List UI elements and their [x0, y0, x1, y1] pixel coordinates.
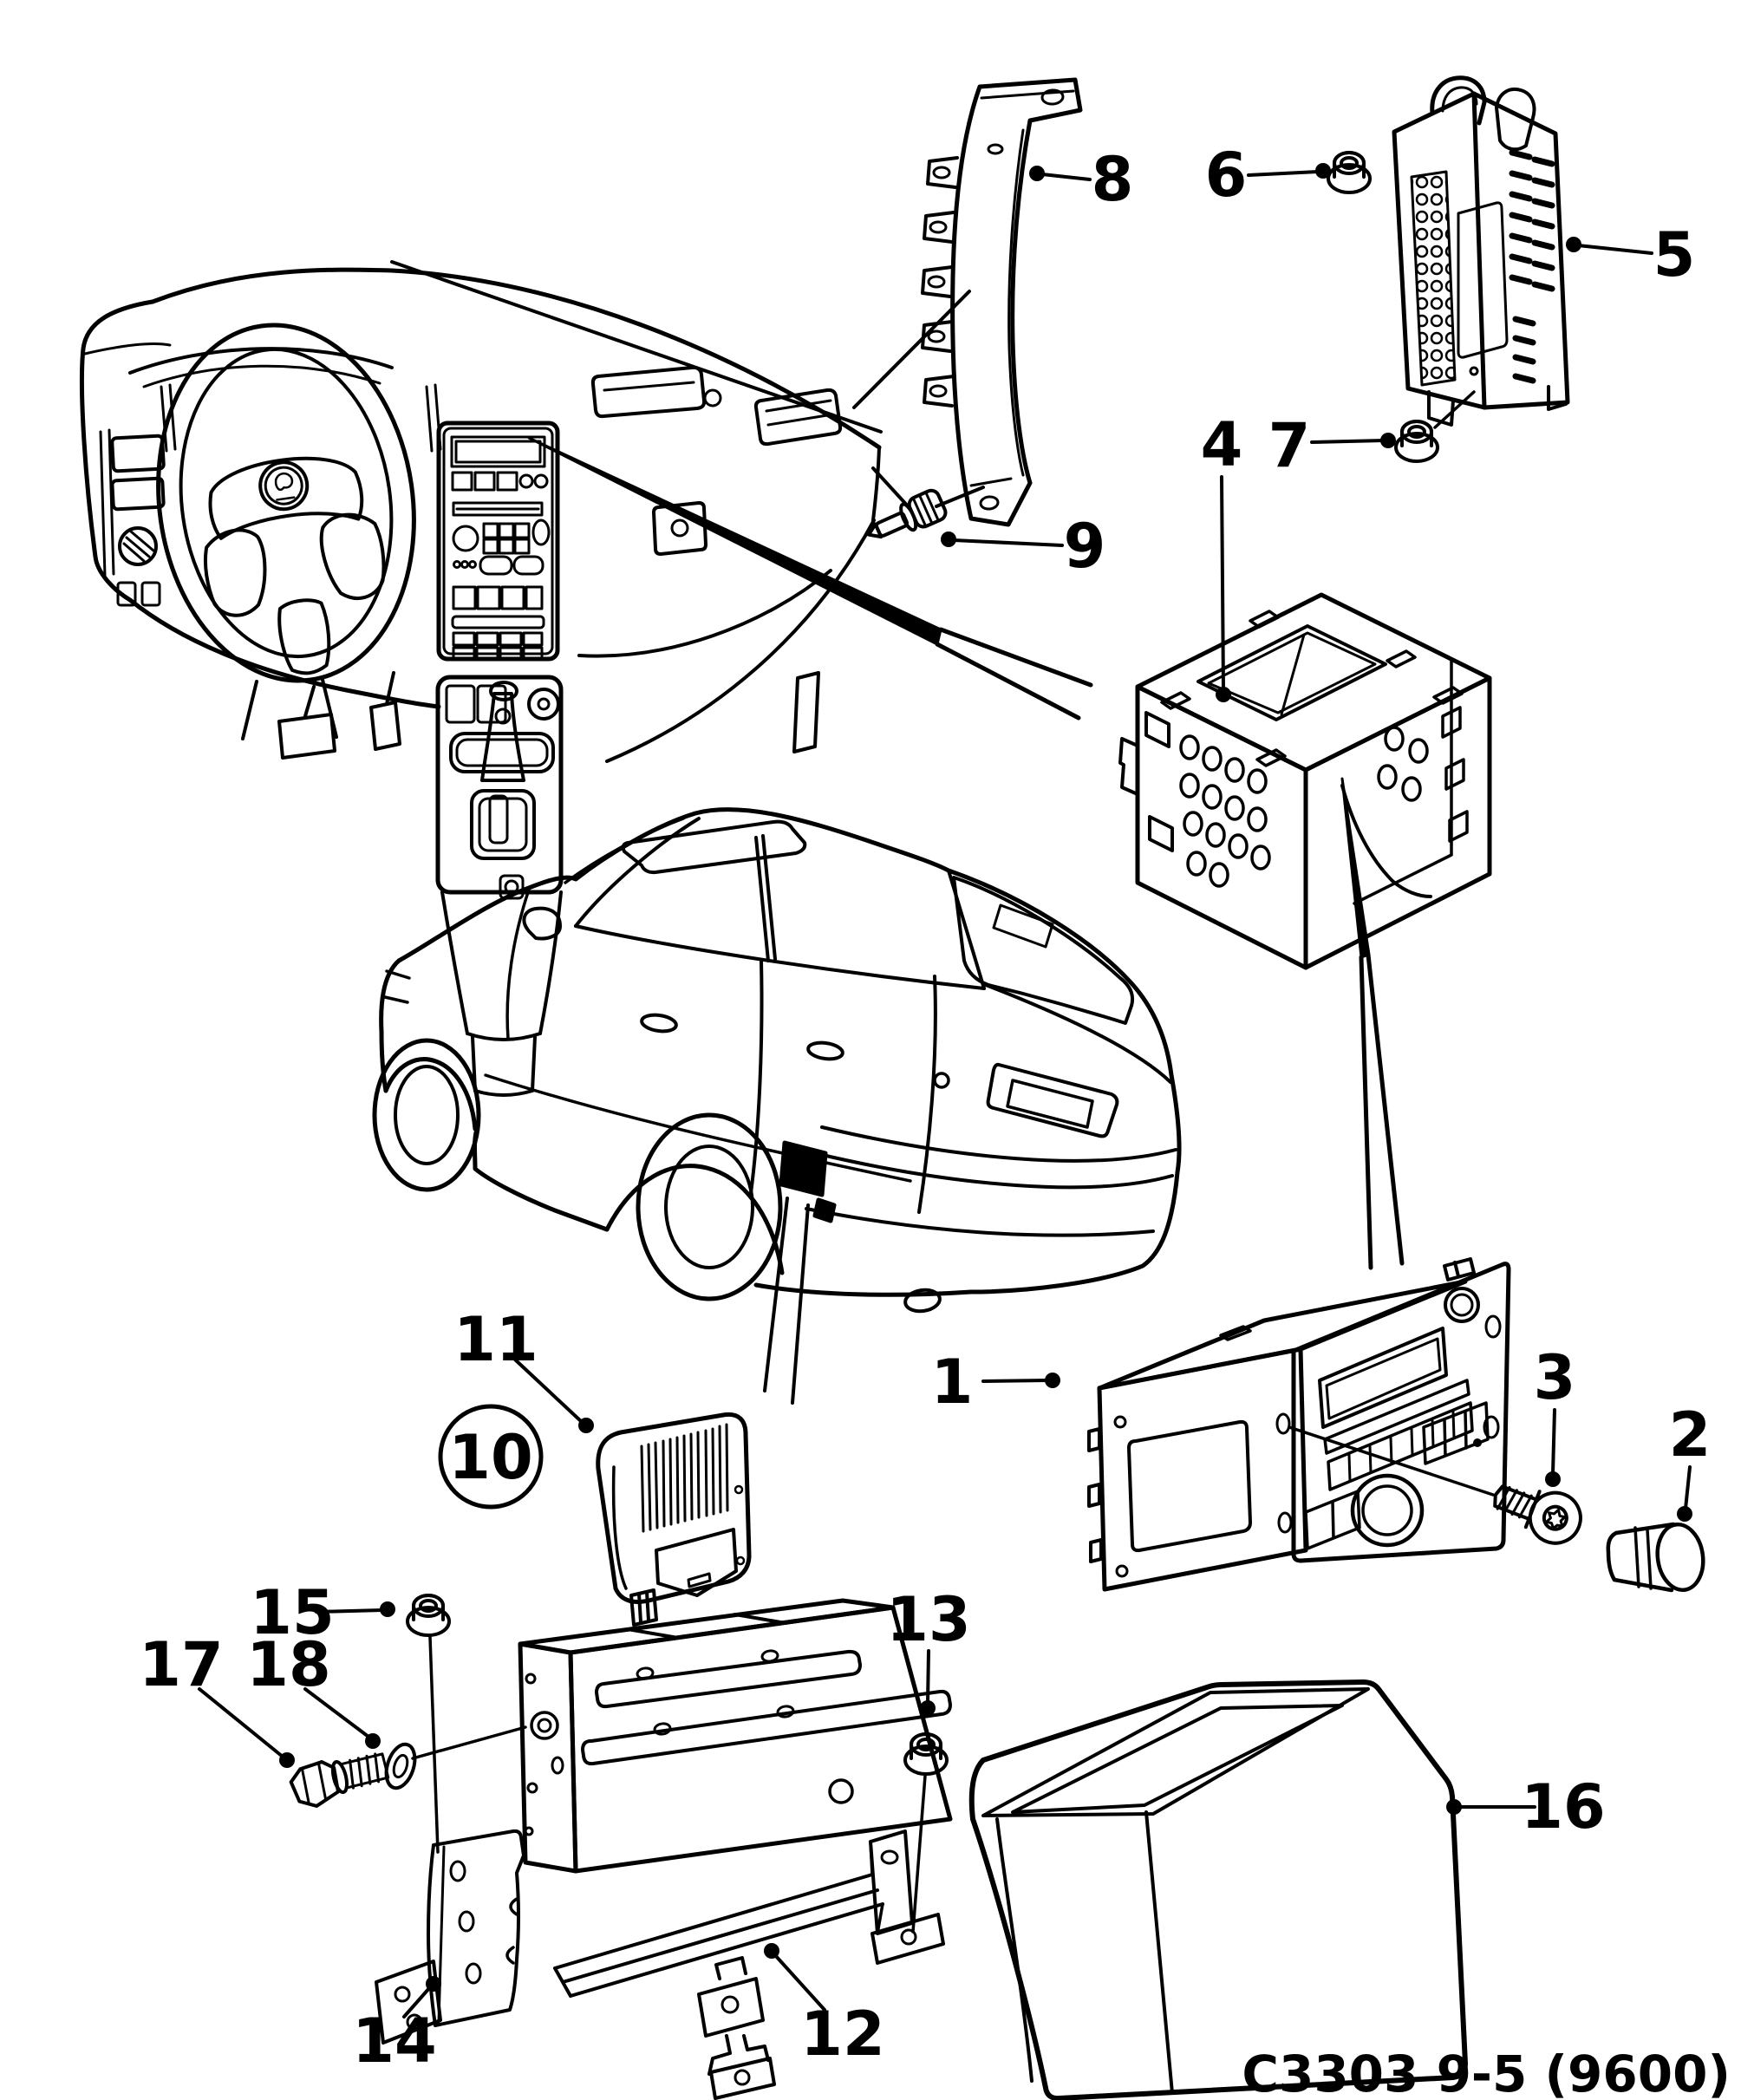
nut-part7	[1394, 390, 1476, 463]
trim-bracket-part8	[921, 77, 1083, 527]
cd-slot	[1323, 1379, 1470, 1455]
circled-reference-10	[438, 1404, 544, 1510]
saab-badge	[258, 460, 310, 512]
steering-wheel	[156, 323, 416, 683]
cd-changer-unit	[518, 1598, 953, 1874]
callout-9: 9	[1064, 511, 1106, 582]
callout-3: 3	[1534, 1342, 1576, 1413]
callout-1: 1	[931, 1347, 974, 1418]
mesh-panel	[1410, 170, 1457, 387]
faceplate	[1291, 1262, 1511, 1563]
tuner-knob	[1444, 1287, 1480, 1323]
center-stack	[436, 421, 560, 662]
gear-lever	[480, 692, 525, 782]
display-window	[1318, 1327, 1448, 1429]
mounting-cage-part4	[1118, 592, 1492, 1270]
dash-to-trim-leader	[852, 290, 971, 409]
headlight-switch	[118, 526, 158, 566]
heat-sink-fins	[640, 1423, 729, 1533]
rear-wheel	[636, 1112, 783, 1301]
car-rear-three-quarter	[372, 807, 1182, 1405]
nut-part15	[406, 1594, 451, 1854]
rear-window	[952, 876, 1135, 1025]
callout-16: 16	[1521, 1771, 1605, 1842]
callout-2: 2	[1669, 1399, 1712, 1471]
side-slot-marker	[792, 671, 820, 753]
callout-labels: 1 2 3 4 5 6 7 8 9 10 11 12 13 14 15 16 1…	[139, 140, 1711, 2077]
sunroof	[621, 819, 807, 875]
volume-knob	[1350, 1473, 1425, 1548]
exhaust-pipe	[903, 1288, 942, 1314]
glovebox-latch	[652, 501, 707, 556]
label-plate	[1457, 201, 1509, 359]
callout-6: 6	[1205, 140, 1248, 211]
dashboard-illustration	[79, 260, 1093, 1097]
disc-slot	[595, 1649, 862, 1709]
bolt-part17	[289, 1752, 390, 1808]
screw-part3	[1493, 1484, 1582, 1545]
callout-17: 17	[139, 1629, 223, 1700]
knob-part2	[1606, 1522, 1705, 1593]
door-handle	[806, 1040, 844, 1061]
accelerator-pedal	[369, 671, 401, 751]
speaker-location-marker	[779, 1140, 828, 1197]
callout-18: 18	[246, 1629, 330, 1700]
mounting-rail-part12	[553, 1829, 945, 2100]
screw-part9	[866, 486, 985, 539]
license-plate-recess	[986, 1062, 1119, 1138]
callout-5: 5	[1653, 219, 1696, 290]
callout-10: 10	[448, 1422, 532, 1493]
brake-pedal	[277, 685, 336, 760]
cage-location-pointer	[1340, 777, 1371, 959]
mounting-bracket-part14	[375, 1829, 525, 2045]
callout-12: 12	[800, 1999, 884, 2070]
center-vent	[590, 365, 707, 419]
dash-location-pointer	[527, 436, 942, 646]
callout-8: 8	[1092, 144, 1134, 215]
mounting-clamp	[1430, 75, 1487, 126]
callout-13: 13	[886, 1584, 970, 1655]
leader-lines	[198, 163, 1692, 2018]
heat-sink-grille	[1509, 149, 1555, 384]
figure-caption: C3303 9-5 (9600)	[1242, 2045, 1731, 2100]
callout-11: 11	[453, 1304, 538, 1375]
disc-slot	[581, 1689, 952, 1766]
mirror	[522, 906, 562, 941]
callout-15: 15	[250, 1577, 334, 1648]
control-module-part11	[596, 1412, 752, 1627]
washer-part18	[384, 1725, 527, 1790]
console-shifter	[435, 675, 564, 900]
amplifier-part5	[1392, 75, 1570, 427]
nut-part13	[903, 1732, 949, 1934]
door-handle	[640, 1013, 678, 1034]
console-storage-box-part16	[968, 1679, 1468, 2100]
callout-14: 14	[352, 2005, 436, 2077]
radio-head-unit-part1	[1087, 1257, 1511, 1592]
front-wheel	[372, 1038, 481, 1192]
callout-4: 4	[1201, 409, 1243, 480]
side-vent	[753, 388, 843, 447]
callout-7: 7	[1268, 410, 1311, 481]
nut-part6	[1327, 151, 1372, 194]
